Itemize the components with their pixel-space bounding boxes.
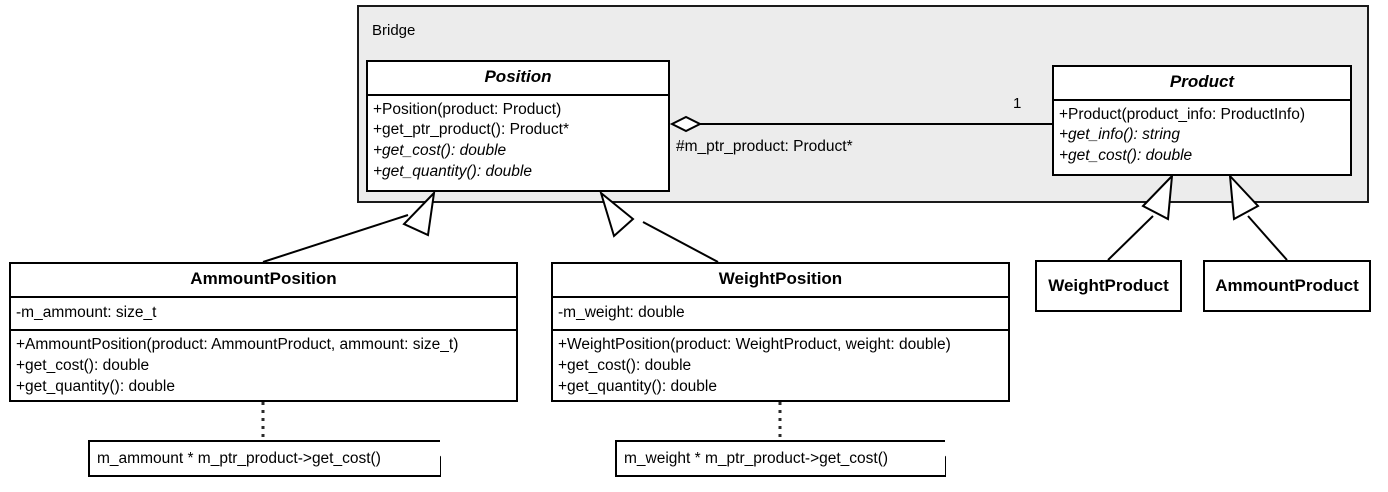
association-role-label: #m_ptr_product: Product*: [676, 138, 853, 155]
package-label: Bridge: [372, 22, 416, 39]
class-name-product: Product: [1169, 72, 1235, 91]
class-member: +get_cost(): double: [1059, 146, 1193, 164]
class-member: +get_cost(): double: [558, 356, 692, 374]
class-member: +AmmountPosition(product: AmmountProduct…: [16, 336, 459, 354]
class-box-product[interactable]: Product +Product(product_info: ProductIn…: [1052, 65, 1352, 176]
class-member: +WeightPosition(product: WeightProduct, …: [558, 336, 951, 354]
class-member: +Product(product_info: ProductInfo): [1059, 105, 1305, 123]
class-attributes-weightposition: -m_weight: double: [553, 295, 1008, 330]
class-member: +get_cost(): double: [373, 141, 507, 159]
note-text: m_ammount * m_ptr_product->get_cost(): [97, 449, 381, 467]
class-operations-ammountposition: +AmmountPosition(product: AmmountProduct…: [11, 329, 516, 402]
class-operations-position: +Position(product: Product) +get_ptr_pro…: [368, 93, 668, 187]
class-name-weightproduct: WeightProduct: [1048, 275, 1169, 295]
class-member: -m_weight: double: [558, 303, 685, 321]
class-box-position[interactable]: Position +Position(product: Product) +ge…: [366, 60, 670, 192]
class-box-weightproduct[interactable]: WeightProduct: [1035, 260, 1182, 312]
class-operations-weightposition: +WeightPosition(product: WeightProduct, …: [553, 329, 1008, 402]
class-name-ammountposition: AmmountPosition: [190, 269, 337, 288]
class-member: +get_quantity(): double: [558, 377, 717, 395]
class-member: +get_ptr_product(): Product*: [373, 121, 570, 139]
class-name-weightposition: WeightPosition: [718, 269, 843, 288]
class-box-weightposition[interactable]: WeightPosition -m_weight: double +Weight…: [551, 262, 1010, 402]
class-name-ammountproduct: AmmountProduct: [1215, 275, 1359, 295]
class-member: +get_info(): string: [1059, 126, 1181, 144]
generalization-ammountposition-position: [262, 190, 436, 263]
note-text: m_weight * m_ptr_product->get_cost(): [624, 449, 889, 467]
class-operations-product: +Product(product_info: ProductInfo) +get…: [1054, 98, 1350, 172]
generalization-weightposition-position: [599, 190, 719, 263]
class-member: +Position(product: Product): [373, 100, 562, 118]
class-member: +get_quantity(): double: [373, 162, 532, 180]
note-weight-cost[interactable]: m_weight * m_ptr_product->get_cost(): [615, 440, 945, 477]
class-member: -m_ammount: size_t: [16, 303, 157, 321]
note-ammount-cost[interactable]: m_ammount * m_ptr_product->get_cost(): [88, 440, 440, 477]
class-member: +get_quantity(): double: [16, 377, 175, 395]
class-attributes-ammountposition: -m_ammount: size_t: [11, 295, 516, 330]
class-member: +get_cost(): double: [16, 356, 150, 374]
association-multiplicity-label: 1: [1013, 95, 1022, 112]
class-name-position: Position: [484, 67, 552, 86]
class-box-ammountposition[interactable]: AmmountPosition -m_ammount: size_t +Ammo…: [9, 262, 518, 402]
class-box-ammountproduct[interactable]: AmmountProduct: [1203, 260, 1371, 312]
